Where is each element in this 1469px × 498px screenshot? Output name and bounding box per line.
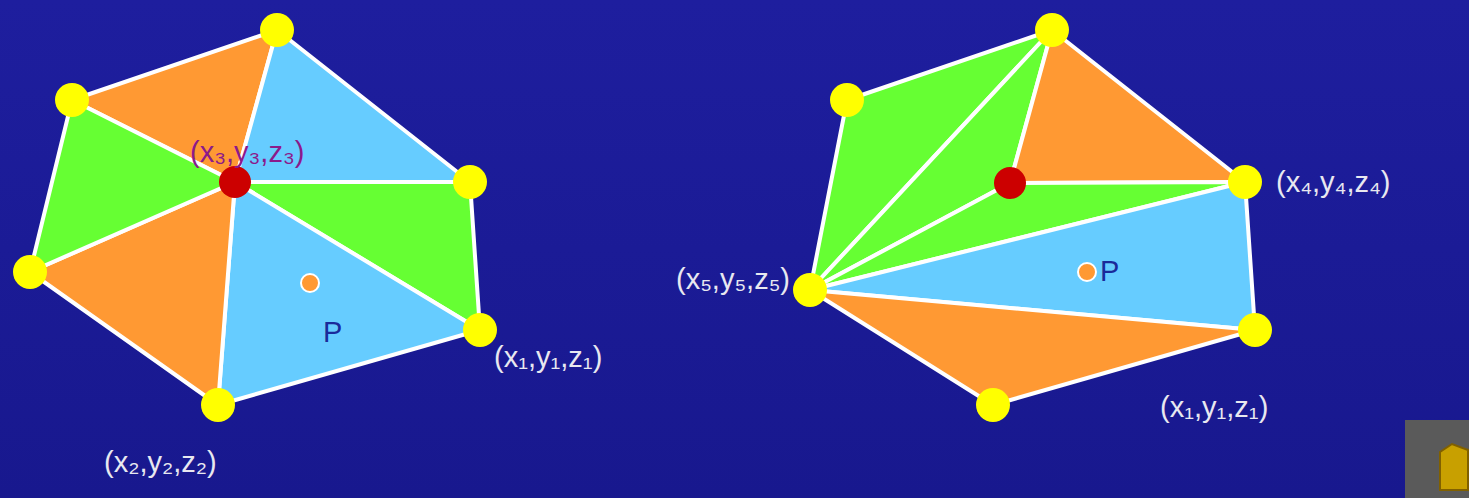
vertex-coordinate: (x₁,y₁,z₁) — [494, 343, 602, 372]
point-label: P — [323, 318, 342, 347]
vertex-coordinate: (x₂,y₂,z₂) — [104, 448, 217, 477]
vertex-coordinate: (x₅,y₅,z₅) — [676, 265, 790, 294]
point-label: P — [1100, 257, 1119, 286]
vertex-coordinate: (x₄,y₄,z₄) — [1276, 168, 1390, 197]
vertex-coordinate: (x₁,y₁,z₁) — [1160, 393, 1268, 422]
vertex-coordinate: (x₃,y₃,z₃) — [190, 138, 304, 167]
